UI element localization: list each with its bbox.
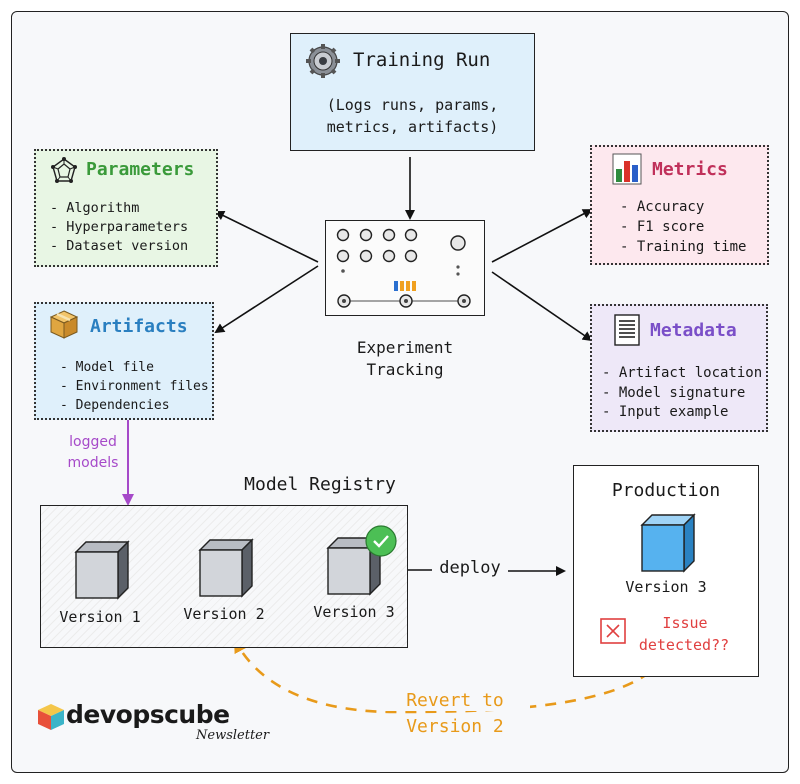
network-icon <box>50 157 78 185</box>
training-run-subtitle-2: metrics, artifacts) <box>326 118 499 136</box>
version-label: Version 3 <box>313 603 395 621</box>
arrow-tracking-to-metadata <box>491 271 593 342</box>
logged-models-label-1: logged <box>69 434 117 450</box>
metrics-list: Accuracy F1 score Training time <box>620 197 747 257</box>
model-registry-title: Model Registry <box>244 474 396 495</box>
experiment-tracking-label-1: Experiment <box>356 338 454 357</box>
parameters-list: Algorithm Hyperparameters Dataset versio… <box>50 199 188 256</box>
production-version: Version 3 <box>625 578 707 596</box>
devopscube-logo: devopscube Newsletter <box>36 700 276 750</box>
version-label: Version 1 <box>59 608 141 626</box>
arrow-tracking-to-metrics <box>491 209 593 263</box>
parameters-box: Parameters Algorithm Hyperparameters Dat… <box>34 149 218 267</box>
logo-brand: devopscube <box>66 700 230 729</box>
artifacts-box: Artifacts Model file Environment files D… <box>34 302 214 420</box>
check-icon <box>364 524 398 558</box>
issue-label-2: detected?? <box>638 636 730 654</box>
control-panel-icon <box>325 220 485 316</box>
arrow-tracking-to-parameters <box>214 211 319 263</box>
logo-cube-icon <box>38 704 64 730</box>
list-item: Training time <box>620 237 747 257</box>
deploy-label: deploy <box>432 558 508 578</box>
arrow-revert <box>234 638 651 714</box>
list-item: Accuracy <box>620 197 746 217</box>
cube-icon <box>74 540 130 600</box>
cube-icon <box>198 538 254 598</box>
production-title: Production <box>611 480 721 501</box>
logged-models-label-2: models <box>67 455 119 471</box>
list-item: Model file <box>60 358 209 377</box>
list-item: F1 score <box>620 217 746 237</box>
version-label: Version 2 <box>183 605 265 623</box>
list-item: Dependencies <box>60 396 209 415</box>
list-item: Environment files <box>60 377 209 396</box>
metadata-list: Artifact location Model signature Input … <box>602 364 762 423</box>
document-icon <box>614 314 640 346</box>
revert-label-2: Version 2 <box>406 716 504 737</box>
metadata-box: Metadata Artifact location Model signatu… <box>590 304 768 432</box>
list-item: Dataset version <box>50 237 188 256</box>
training-run-subtitle-1: (Logs runs, params, <box>326 96 499 114</box>
artifacts-title: Artifacts <box>90 316 188 337</box>
list-item: Model signature <box>602 384 762 404</box>
package-icon <box>48 308 80 340</box>
experiment-tracking-label-2: Tracking <box>366 360 444 379</box>
arrow-tracking-to-artifacts <box>214 265 319 334</box>
list-item: Hyperparameters <box>50 218 188 237</box>
production-box: Production Version 3 Issue detected?? <box>573 465 759 677</box>
issue-label-1: Issue <box>662 614 708 632</box>
revert-label-1: Revert to <box>380 690 530 711</box>
metadata-title: Metadata <box>650 320 737 341</box>
list-item: Algorithm <box>50 199 188 218</box>
training-run-box: Training Run (Logs runs, params, metrics… <box>290 33 535 151</box>
gear-icon <box>305 43 341 79</box>
parameters-title: Parameters <box>86 159 195 180</box>
list-item: Input example <box>602 403 762 423</box>
training-run-title: Training Run <box>353 49 491 71</box>
error-icon <box>600 618 626 644</box>
list-item: Artifact location <box>602 364 762 384</box>
cube-icon <box>640 513 696 573</box>
artifacts-list: Model file Environment files Dependencie… <box>60 358 209 415</box>
metrics-title: Metrics <box>652 159 728 180</box>
bar-chart-icon <box>612 153 642 185</box>
logo-sub: Newsletter <box>196 728 270 743</box>
metrics-box: Metrics Accuracy F1 score Training time <box>590 145 769 265</box>
